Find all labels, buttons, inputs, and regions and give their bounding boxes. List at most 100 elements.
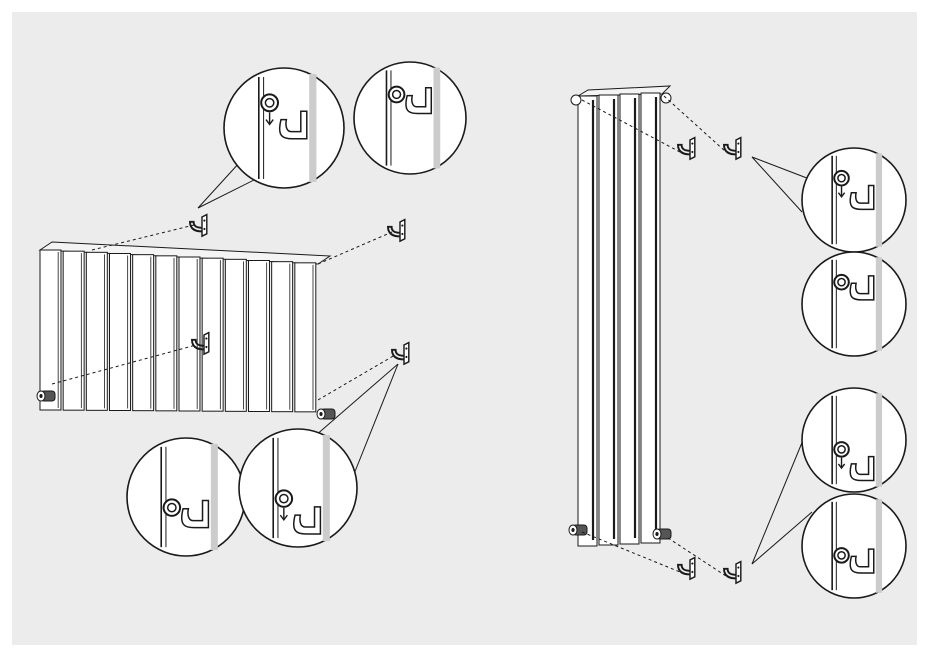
horizontal-radiator-assembly xyxy=(36,61,467,557)
pointer-line xyxy=(751,156,803,213)
leader-rear-center xyxy=(51,344,197,385)
bracket-plate xyxy=(201,213,208,238)
wall-strip xyxy=(875,153,883,247)
valve-hole xyxy=(39,394,43,398)
screw-hole xyxy=(691,150,694,154)
bracket-hook xyxy=(723,567,737,580)
right-outlet-valve xyxy=(316,408,336,420)
pipe-inner xyxy=(837,173,846,183)
wall-strip xyxy=(309,74,317,182)
bracket-profile xyxy=(278,110,308,140)
wall-strip xyxy=(210,443,218,551)
callout-upper-bracket-seated xyxy=(801,251,907,357)
screw-hole xyxy=(401,232,404,236)
radiator-column xyxy=(155,255,178,412)
screw-hole xyxy=(691,562,694,565)
callout-circle xyxy=(801,251,907,357)
bracket-hook xyxy=(677,563,691,576)
vertical-radiator-assembly xyxy=(568,85,907,599)
bracket-profile xyxy=(405,87,433,115)
valve-hole xyxy=(319,412,323,416)
screw-hole xyxy=(737,574,740,578)
pointer-line xyxy=(751,156,813,181)
radiator-column xyxy=(39,249,62,411)
pointer-line xyxy=(751,511,813,565)
installation-diagram xyxy=(12,12,917,645)
lower-callout-pointer xyxy=(751,427,813,565)
leader-top-right xyxy=(317,231,393,265)
screw-hole xyxy=(203,219,206,222)
callout-circle xyxy=(353,61,467,175)
bracket-plate xyxy=(689,136,696,161)
top-right-bracket xyxy=(723,136,742,161)
radiator-column xyxy=(248,260,270,412)
top-left-bracket xyxy=(677,136,696,161)
bracket-hook xyxy=(191,338,205,351)
callout-lower-bracket-engaging xyxy=(238,428,358,548)
screw-hole xyxy=(405,347,408,350)
valve-hole xyxy=(571,528,575,532)
bracket-profile xyxy=(849,184,875,211)
radiator-column xyxy=(271,261,294,413)
leader-top-left xyxy=(581,99,681,153)
left-inlet-valve xyxy=(36,390,56,402)
screw-hole xyxy=(205,337,208,340)
screw-hole xyxy=(401,224,404,227)
wall-strip xyxy=(433,67,441,169)
callout-lower-bracket-engaging xyxy=(801,387,907,493)
bracket-profile xyxy=(292,506,322,535)
motion-arrow-head xyxy=(837,192,846,199)
bracket-plate xyxy=(399,218,406,243)
bracket-plate xyxy=(689,556,696,581)
screw-hole xyxy=(737,150,740,154)
pointer-line xyxy=(197,161,241,209)
bracket-hook xyxy=(723,143,737,156)
pipe-inner xyxy=(391,89,402,100)
pipe-inner xyxy=(264,97,275,108)
bottom-right-bracket xyxy=(391,341,410,366)
wall-strip xyxy=(875,499,883,593)
radiator-column xyxy=(598,94,619,546)
radiator-column xyxy=(132,254,155,412)
pipe-inner xyxy=(837,550,846,560)
screw-hole xyxy=(203,227,206,231)
wall-strip xyxy=(322,434,330,542)
right-outlet-valve xyxy=(652,528,672,540)
bracket-profile xyxy=(849,548,875,574)
radiator-column xyxy=(85,251,108,411)
bottom-left-bracket xyxy=(677,556,696,581)
radiator-column xyxy=(577,95,598,547)
callout-upper-bracket-seated xyxy=(353,61,467,175)
radiator-column xyxy=(109,253,131,411)
bracket-plate xyxy=(403,341,410,366)
pointer-line xyxy=(349,363,399,485)
pointer-line xyxy=(751,427,809,565)
radiator-body xyxy=(38,241,332,413)
screw-hole xyxy=(205,345,208,349)
bracket-profile xyxy=(180,499,210,529)
radiator-column xyxy=(201,257,224,412)
leader-top-right xyxy=(663,95,727,153)
top-right-bracket xyxy=(387,218,406,243)
radiator-column xyxy=(619,93,640,545)
valve-hole xyxy=(655,532,659,536)
callout-lower-bracket-seated xyxy=(801,493,907,599)
screw-hole xyxy=(691,570,694,574)
bracket-profile xyxy=(849,455,875,482)
motion-arrow-head xyxy=(265,119,274,126)
wall-strip xyxy=(875,257,883,351)
bottom-right-bracket xyxy=(723,560,742,585)
callout-circle xyxy=(126,437,246,557)
leader-bottom-right xyxy=(317,354,396,401)
upper-callout-pointer xyxy=(751,156,813,213)
radiator-column xyxy=(640,92,661,544)
pipe-inner xyxy=(166,502,177,513)
radiator-column xyxy=(178,256,201,412)
callout-upper-bracket-engaging xyxy=(223,67,345,189)
bracket-hook xyxy=(189,220,203,233)
motion-arrow-head xyxy=(837,463,846,470)
pipe-inner xyxy=(837,277,846,287)
top-plug xyxy=(570,94,582,106)
pipe-inner xyxy=(278,493,289,504)
